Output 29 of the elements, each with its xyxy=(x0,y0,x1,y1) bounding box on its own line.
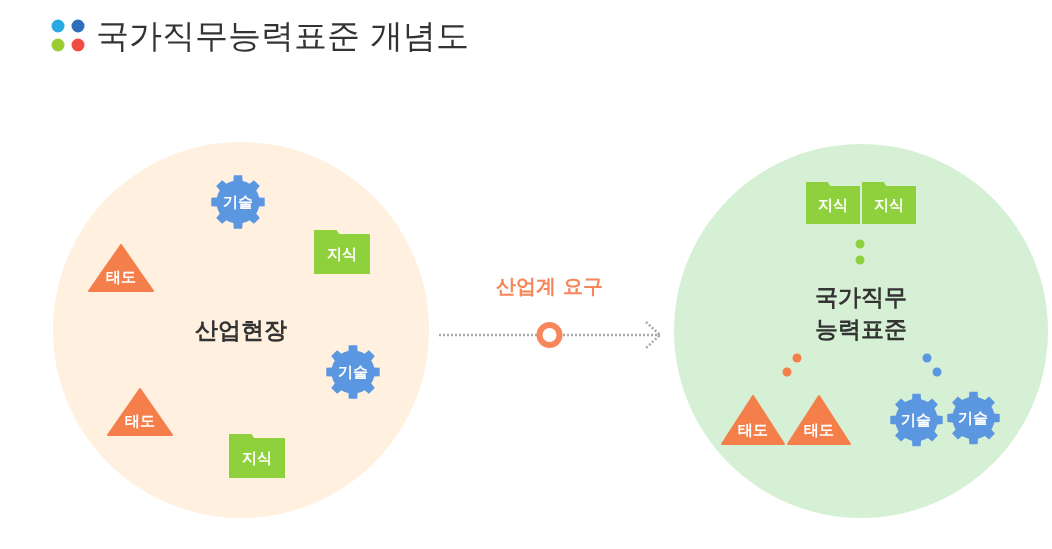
badge-label: 지식 xyxy=(873,196,905,214)
gear-shape xyxy=(888,392,944,448)
triangle-shape xyxy=(88,244,154,292)
badge-label: 지식 xyxy=(326,245,358,263)
badge-label: 지식 xyxy=(241,449,273,467)
triangle-shape xyxy=(787,395,851,445)
folder-shape xyxy=(314,230,370,274)
arrow xyxy=(439,320,662,350)
badge-label: 기술 xyxy=(222,193,254,211)
badge-label: 태도 xyxy=(105,268,137,286)
gear-shape xyxy=(325,344,381,400)
triangle-shape xyxy=(721,395,785,445)
badge-label: 기술 xyxy=(900,411,932,429)
folder-shape xyxy=(229,434,285,478)
edge-label: 산업계 요구 xyxy=(495,273,604,300)
gear-shape xyxy=(945,390,1001,446)
badge-label: 지식 xyxy=(817,196,849,214)
title: 국가직무능력표준 개념도 xyxy=(96,15,470,57)
gear-shape xyxy=(210,174,266,230)
circle-heading: 산업현장 xyxy=(194,316,288,345)
badge-label: 태도 xyxy=(737,421,769,439)
folder-shape xyxy=(862,182,916,224)
folder-shape xyxy=(806,182,860,224)
badge-label: 기술 xyxy=(337,363,369,381)
triangle-shape xyxy=(107,388,173,436)
badge-label: 태도 xyxy=(124,412,156,430)
badge-label: 기술 xyxy=(957,409,989,427)
circle-heading: 국가직무 능력표준 xyxy=(814,283,908,344)
badge-label: 태도 xyxy=(803,421,835,439)
